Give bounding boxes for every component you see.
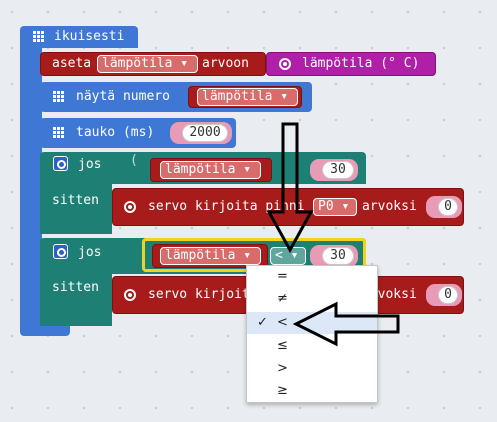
chevron-down-icon: ▾ <box>341 199 350 214</box>
servo-2-value-input[interactable]: 0 <box>438 286 458 304</box>
servo-1-pin-dropdown[interactable]: P0 ▾ <box>313 198 357 216</box>
chevron-down-icon: ▾ <box>280 89 289 104</box>
option-label: < <box>277 315 288 330</box>
chevron-down-icon: ▾ <box>290 248 299 263</box>
set-label: aseta <box>52 56 92 71</box>
operator-option-equal[interactable]: = <box>247 266 377 288</box>
option-label: ≠ <box>277 291 288 306</box>
servo-1-label: servo kirjoita pinni <box>148 199 305 214</box>
basic-grid-icon <box>53 127 64 138</box>
show-number-variable-dropdown[interactable]: lämpötila ▾ <box>197 88 298 106</box>
if-1-variable-dropdown[interactable]: lämpötila ▾ <box>160 161 261 179</box>
operator-option-greater-equal[interactable]: ≥ <box>247 380 377 402</box>
if-2-variable-dropdown[interactable]: lämpötila ▾ <box>160 247 261 265</box>
pause-value-input[interactable]: 2000 <box>182 124 228 142</box>
operator-option-not-equal[interactable]: ≠ <box>247 288 377 310</box>
left-arrow-annotation <box>292 301 400 347</box>
operator-value: < <box>275 248 283 263</box>
option-label: = <box>277 269 288 284</box>
forever-block[interactable] <box>20 26 138 48</box>
option-label: ≤ <box>277 338 288 353</box>
gear-icon[interactable] <box>53 244 68 259</box>
if-block-2-body <box>40 274 112 326</box>
show-number-label: näytä numero <box>76 89 170 104</box>
servo-write-block-1[interactable] <box>112 188 464 226</box>
sensor-icon <box>279 58 291 70</box>
set-to-label: arvoon <box>202 56 249 71</box>
forever-block-body <box>20 46 42 328</box>
temperature-sensor-label: lämpötila (° C) <box>302 56 420 71</box>
chevron-down-icon: ▾ <box>180 56 189 71</box>
pause-label: tauko (ms) <box>76 125 155 140</box>
operator-dropdown[interactable]: < ▾ <box>270 247 306 265</box>
loop-grid-icon <box>33 31 44 42</box>
set-variable-dropdown[interactable]: lämpötila ▾ <box>97 55 198 73</box>
basic-grid-icon <box>53 91 64 102</box>
if-block-1-body <box>40 184 112 234</box>
servo-1-pin-name: P0 <box>318 199 334 214</box>
gear-icon[interactable] <box>53 156 68 171</box>
operator-dropdown-menu: = ≠ ✓ < ≤ > ≥ <box>246 265 378 403</box>
if-2-variable-name: lämpötila <box>165 248 236 263</box>
chevron-down-icon: ▾ <box>243 248 252 263</box>
operator-option-greater-than[interactable]: > <box>247 358 377 380</box>
option-label: ≥ <box>277 383 288 398</box>
servo-1-value-input[interactable]: 0 <box>438 198 458 216</box>
servo-icon <box>124 289 136 301</box>
option-label: > <box>277 361 288 376</box>
down-arrow-annotation <box>266 122 314 254</box>
servo-1-value-label: arvoksi <box>362 199 417 214</box>
if-2-label: jos <box>78 245 102 260</box>
chevron-down-icon: ▾ <box>243 162 252 177</box>
if-2-value-input[interactable]: 30 <box>322 247 354 265</box>
forever-label: ikuisesti <box>54 29 125 44</box>
if-1-variable-name: lämpötila <box>165 162 236 177</box>
show-number-variable-name: lämpötila <box>202 89 273 104</box>
then-2-label: sitten <box>52 280 99 295</box>
operator-option-less-equal[interactable]: ≤ <box>247 335 377 357</box>
if-1-label: jos <box>78 157 102 172</box>
checkmark-icon: ✓ <box>257 315 268 330</box>
servo-icon <box>124 201 136 213</box>
paren-label: ( <box>130 153 138 168</box>
set-variable-name: lämpötila <box>102 56 173 71</box>
if-1-value-input[interactable]: 30 <box>322 161 354 179</box>
temperature-sensor-block[interactable] <box>266 52 436 76</box>
then-1-label: sitten <box>52 193 99 208</box>
